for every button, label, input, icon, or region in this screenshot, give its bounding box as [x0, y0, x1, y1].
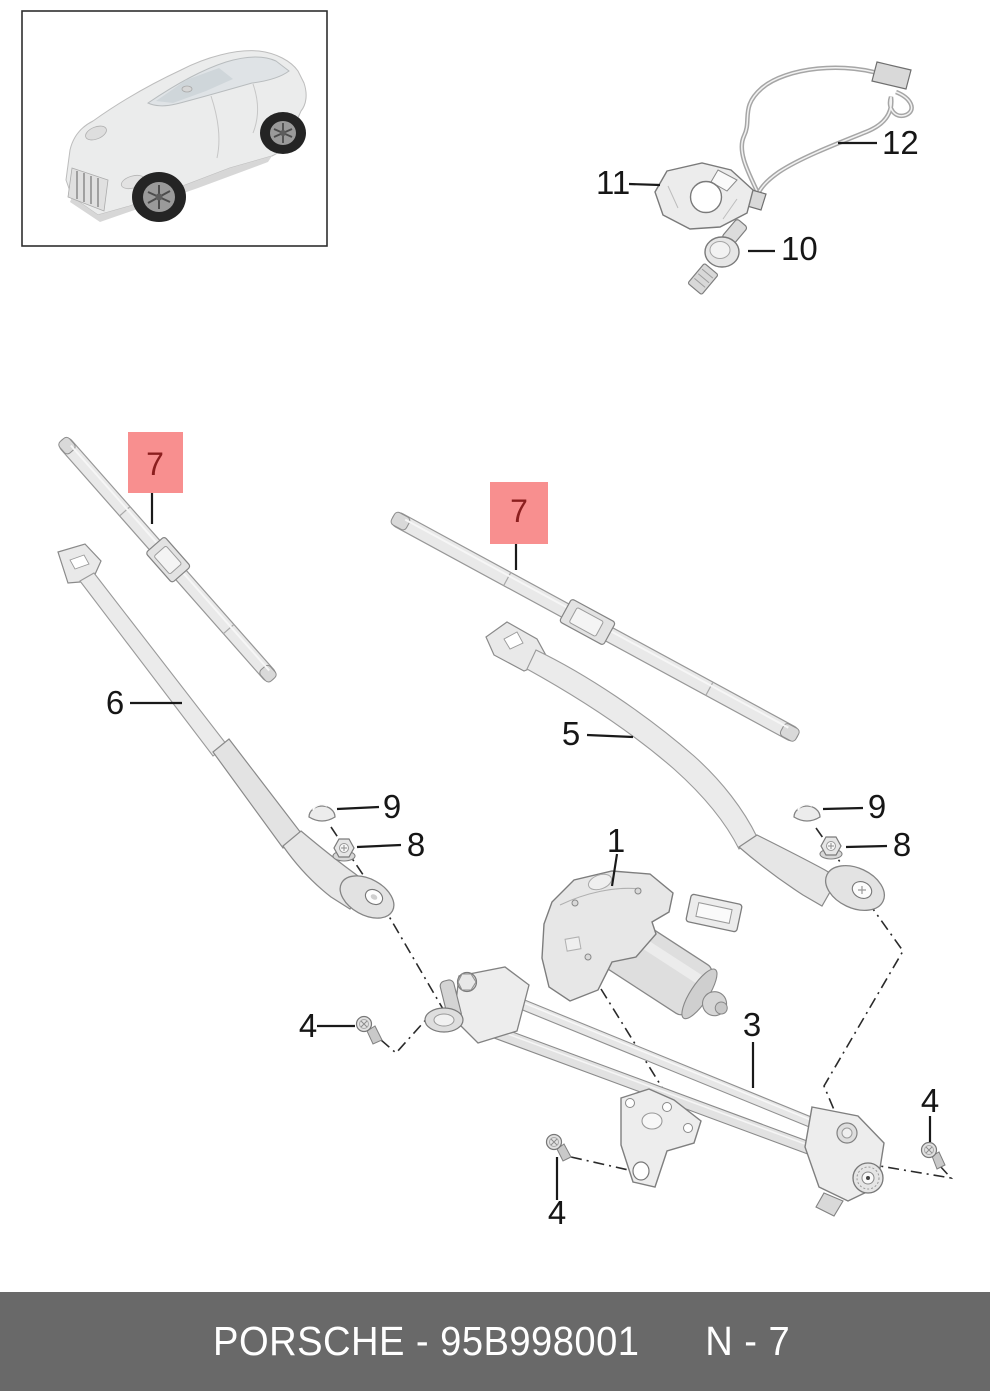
assembly-axis-line	[600, 988, 664, 1090]
wiper-blade-left	[58, 436, 277, 683]
callout-12[interactable]: 12	[882, 124, 919, 161]
nut-right-part	[819, 836, 843, 860]
footer-catalog-label: PORSCHE - 95B998001	[213, 1318, 640, 1364]
nut-left-part	[332, 838, 356, 862]
leader-line	[610, 853, 619, 887]
cap-left-part	[308, 803, 336, 822]
screw-bottom-part	[545, 1133, 572, 1162]
callout-8-right[interactable]: 8	[893, 826, 911, 863]
car-illustration	[65, 50, 307, 222]
leader-lines	[130, 141, 932, 1200]
wiper-blade-right	[390, 511, 800, 742]
screw-left-part	[355, 1015, 383, 1045]
leader-line	[628, 182, 661, 187]
washer-nozzle-part	[687, 219, 748, 295]
washer-hose-part	[739, 61, 914, 211]
callout-10[interactable]: 10	[781, 230, 818, 267]
callout-5[interactable]: 5	[562, 715, 580, 752]
wiper-motor-part	[541, 870, 743, 1020]
assembly-axis-line	[570, 1156, 634, 1172]
assembly-axis-line	[380, 1013, 432, 1055]
callout-4-bottom[interactable]: 4	[548, 1194, 566, 1231]
callout-3[interactable]: 3	[743, 1006, 761, 1043]
assembly-axis-line	[330, 826, 444, 1010]
leader-line	[356, 843, 402, 849]
screw-right-part	[920, 1141, 946, 1170]
highlight-callout-blade-right[interactable]: 7	[490, 482, 548, 544]
highlight-box-left	[128, 432, 183, 493]
exploded-parts-diagram: 7 7 1 3 4 4 4 5 6 8 8 9 9 10 11 12	[21, 10, 954, 1231]
highlight-callout-blade-left[interactable]: 7	[128, 432, 183, 493]
leader-line	[336, 805, 380, 811]
footer-bar: PORSCHE - 95B998001 N - 7	[0, 1292, 990, 1391]
leader-line	[845, 844, 888, 849]
assembly-axis-line	[815, 827, 863, 894]
wiper-linkage-part	[424, 966, 885, 1217]
wiper-arm-right	[485, 621, 885, 912]
callout-9-right[interactable]: 9	[868, 788, 886, 825]
callout-7-left: 7	[146, 446, 164, 482]
assembly-axis-line	[861, 1162, 954, 1180]
wiper-arm-left	[57, 543, 395, 919]
callout-4-left[interactable]: 4	[299, 1007, 317, 1044]
hose-clip-part	[654, 162, 754, 230]
leader-line	[586, 733, 634, 739]
footer-page-ref: N - 7	[704, 1318, 790, 1364]
callout-9-left[interactable]: 9	[383, 788, 401, 825]
vehicle-thumbnail	[21, 10, 328, 247]
highlight-box-right	[490, 482, 548, 544]
callout-8-left[interactable]: 8	[407, 826, 425, 863]
callout-4-right[interactable]: 4	[921, 1082, 939, 1119]
callout-7-right: 7	[510, 493, 528, 529]
callout-1[interactable]: 1	[607, 822, 625, 859]
callout-11[interactable]: 11	[596, 164, 630, 201]
cap-right-part	[793, 803, 821, 822]
callout-6[interactable]: 6	[106, 684, 124, 721]
leader-line	[822, 806, 864, 811]
